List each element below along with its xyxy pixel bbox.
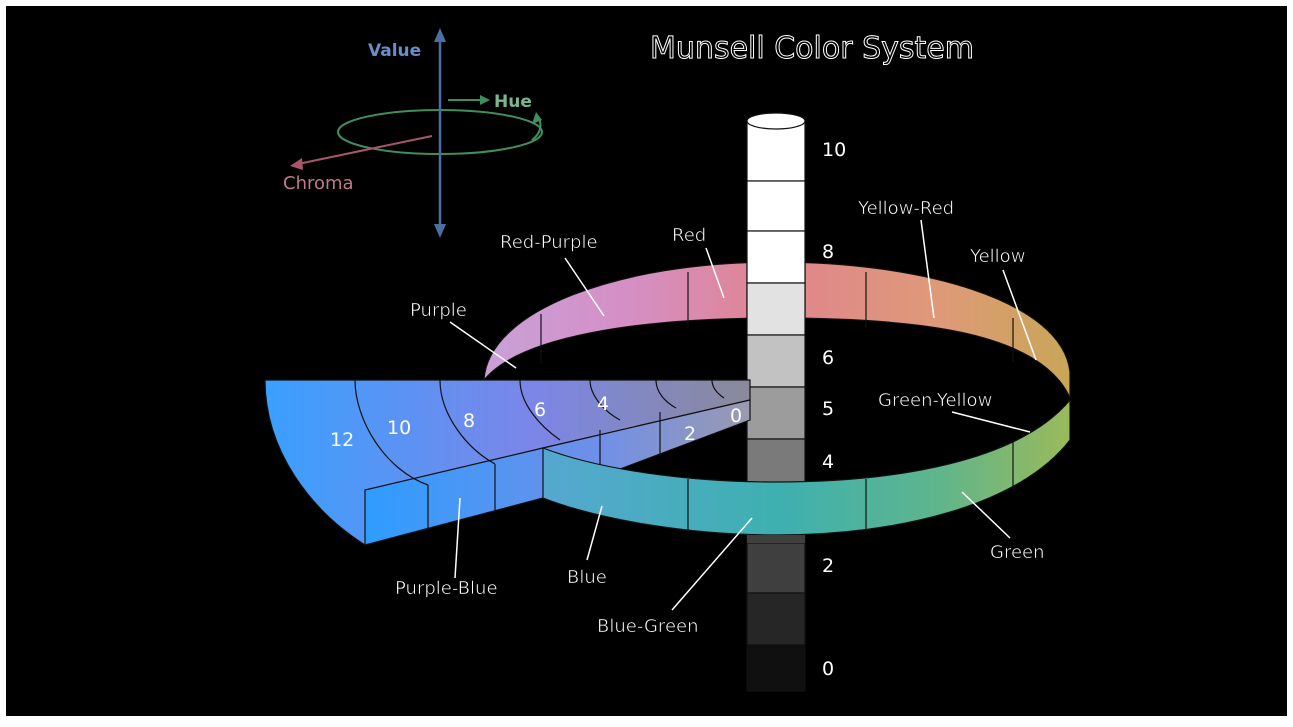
hue-ring-back — [483, 261, 1071, 399]
cyl-seg-10 — [746, 120, 806, 182]
hue-label-purple: Purple — [410, 300, 467, 321]
leader-blue-green — [671, 517, 753, 611]
value-cylinder — [746, 112, 806, 692]
hue-labels: Red-Purple Red Yellow-Red Yellow Purple … — [395, 198, 1045, 638]
leader-yellow — [1002, 269, 1037, 361]
wedge-arc — [711, 379, 725, 399]
cyl-seg-2 — [746, 542, 806, 594]
chroma-legend-label: Chroma — [283, 173, 354, 194]
wedge-arc — [655, 379, 677, 409]
hue-ring-front — [542, 398, 1071, 536]
leader-purple-blue — [454, 497, 461, 579]
hue-curve-arrow-icon — [532, 112, 542, 124]
ring-back-band — [483, 261, 1071, 399]
chroma-axis-line — [297, 135, 433, 165]
value-label: 6 — [822, 347, 834, 369]
chroma-label: 12 — [330, 429, 354, 451]
cyl-seg-7 — [746, 282, 806, 336]
ring-front-band — [542, 398, 1071, 536]
value-label: 2 — [822, 555, 834, 577]
hue-arrow-icon — [480, 95, 490, 105]
leader-blue — [586, 505, 603, 561]
cyl-seg-0 — [746, 644, 806, 692]
wedge-arc — [354, 379, 429, 486]
chroma-label: 6 — [534, 399, 546, 421]
value-scale: 10 8 6 5 4 2 0 — [822, 139, 846, 680]
chroma-label: 4 — [597, 393, 609, 415]
hue-label-blue: Blue — [567, 567, 607, 588]
leader-green — [961, 491, 1011, 539]
wedge-arc — [519, 379, 561, 441]
hue-label-purple-blue: Purple-Blue — [395, 578, 498, 599]
value-legend-label: Value — [368, 41, 421, 61]
chroma-label: 10 — [387, 417, 411, 439]
hue-label-yellow-red: Yellow-Red — [857, 198, 954, 219]
hue-legend-label: Hue — [494, 92, 532, 112]
leader-red-purple — [564, 257, 605, 317]
value-label: 5 — [822, 398, 834, 420]
hue-label-green: Green — [990, 542, 1045, 563]
diagram-title: Munsell Color System — [650, 31, 974, 66]
black-background — [6, 6, 1287, 716]
leader-green-yellow — [951, 411, 1031, 433]
value-label: 8 — [822, 241, 834, 263]
value-label: 10 — [822, 139, 846, 161]
hue-label-yellow: Yellow — [969, 246, 1025, 267]
hue-label-red: Red — [672, 225, 706, 246]
cyl-seg-6 — [746, 334, 806, 388]
leader-yellow-red — [920, 219, 935, 319]
value-label: 4 — [822, 451, 834, 473]
leader-lines — [449, 219, 1037, 611]
wedge-arc — [589, 379, 621, 421]
cylinder-overlap — [747, 535, 805, 543]
cylinder-top — [746, 112, 806, 130]
cyl-seg-5 — [746, 386, 806, 440]
axes-legend: Value Hue Chroma — [283, 28, 543, 238]
cyl-seg-8 — [746, 230, 806, 284]
value-label: 0 — [822, 658, 834, 680]
value-arrow-down-icon — [434, 224, 446, 238]
chroma-label: 8 — [463, 410, 475, 432]
value-arrow-up-icon — [434, 28, 446, 42]
chroma-scale: 12 10 8 6 4 2 0 — [330, 393, 742, 451]
cyl-seg-1 — [746, 592, 806, 646]
leader-red — [705, 247, 725, 299]
hue-label-red-purple: Red-Purple — [500, 232, 598, 253]
hue-label-blue-green: Blue-Green — [597, 616, 699, 637]
wedge-arc — [439, 379, 496, 465]
hue-label-green-yellow: Green-Yellow — [878, 390, 992, 411]
leader-purple — [449, 321, 517, 369]
chroma-label: 0 — [730, 405, 742, 427]
chroma-label: 2 — [684, 423, 696, 445]
chroma-arrow-icon — [290, 158, 303, 170]
cyl-seg-9 — [746, 180, 806, 232]
